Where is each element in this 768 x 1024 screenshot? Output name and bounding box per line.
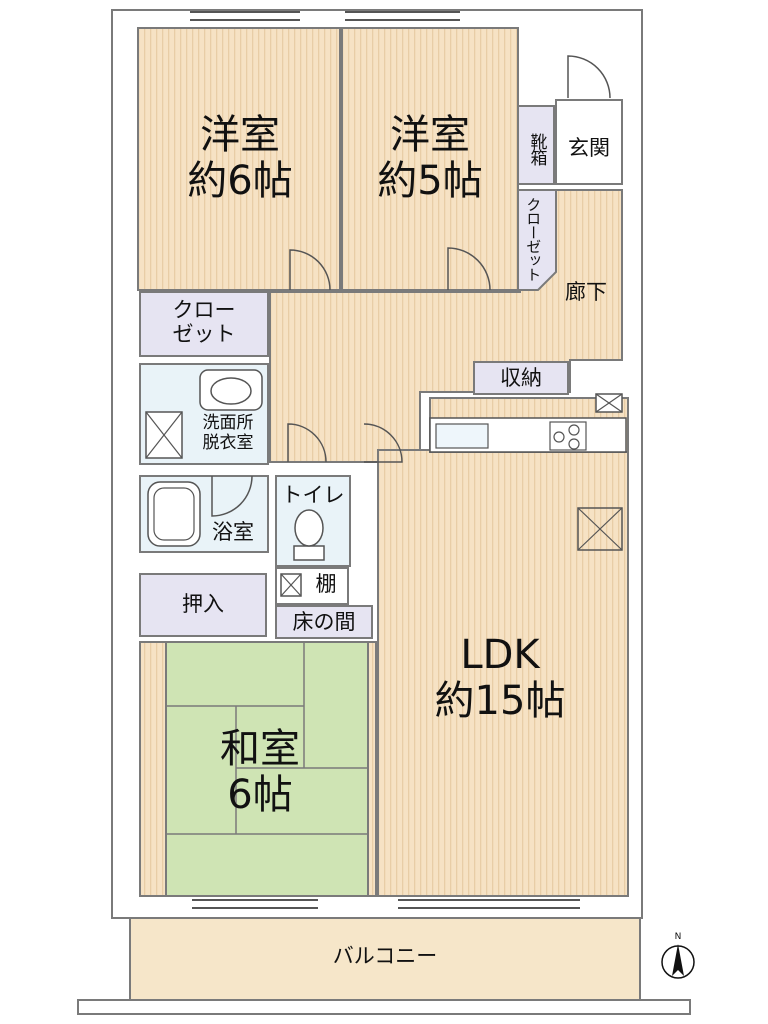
shoe-box: [517, 105, 555, 185]
washroom-floor: [139, 363, 269, 465]
toilet-label: トイレ: [281, 483, 345, 507]
western-room-1-label: 洋室 約6帖: [187, 112, 293, 204]
storage-closet: [473, 361, 569, 395]
western-room-2-label: 洋室 約5帖: [377, 112, 483, 204]
tokonoma-label: 床の間: [292, 610, 356, 634]
entrance-label: 玄関: [568, 136, 610, 160]
oshiire-label: 押入: [182, 592, 224, 616]
shelf-label: 棚: [315, 572, 337, 596]
closet-small: [517, 189, 557, 291]
western-room-2-floor: [341, 27, 519, 291]
doors: [211, 55, 611, 517]
tokonoma-area: [275, 605, 373, 639]
shelf-area: [275, 567, 349, 605]
windows: [190, 11, 580, 909]
washroom-label: 洗面所 脱衣室: [202, 413, 254, 453]
toilet-floor: [275, 475, 351, 567]
kitchen-counter: [429, 417, 627, 453]
japanese-room-tatami: [139, 641, 377, 897]
north-letter: N: [675, 932, 682, 942]
north-arrow-icon: N: [661, 932, 695, 979]
closet-small-label: クローゼット: [524, 197, 543, 281]
ldk-floor: [377, 397, 629, 897]
balcony-area: [77, 911, 691, 1015]
storage-label: 収納: [500, 366, 542, 390]
hallway-label: 廊下: [565, 280, 607, 304]
closet-large-label: クロー ゼット: [172, 298, 236, 347]
japanese-room-label: 和室 6帖: [220, 726, 300, 818]
balcony-label: バルコニー: [332, 944, 438, 968]
entrance-floor: [555, 99, 623, 185]
oshiire-closet: [139, 573, 267, 637]
closet-large: [139, 291, 269, 357]
ldk-label: LDK 約15帖: [434, 632, 566, 724]
ceiling-fixture: [577, 507, 623, 551]
ventilation-box: [595, 393, 623, 413]
western-room-1-floor: [137, 27, 341, 291]
bathroom-floor: [139, 475, 269, 553]
bathroom-label: 浴室: [212, 520, 254, 544]
shoe-box-label: 靴箱: [526, 133, 547, 165]
